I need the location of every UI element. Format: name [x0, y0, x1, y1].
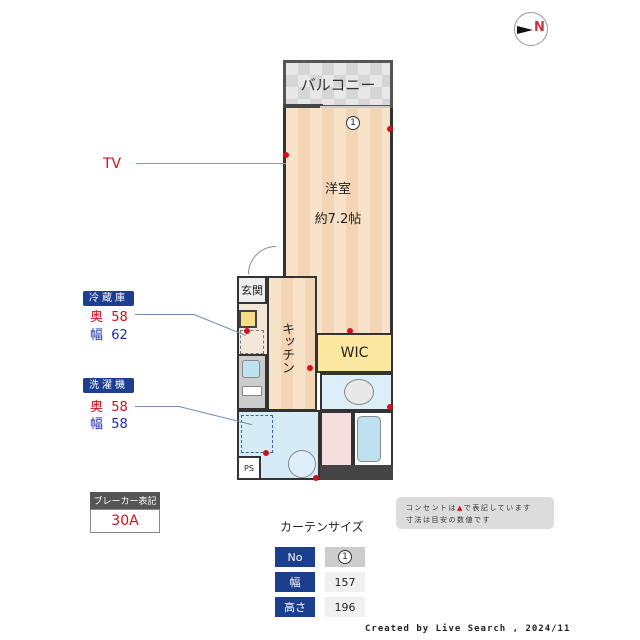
balcony-label: バルコニー: [300, 75, 376, 94]
compass: N: [514, 12, 548, 46]
balcony: バルコニー: [283, 60, 393, 108]
washer-width: 幅 58: [90, 417, 128, 432]
bathtub-icon: [357, 416, 381, 462]
wall-segment: [320, 465, 393, 480]
note-line-2: 寸法は目安の数値です: [406, 516, 491, 524]
changing-area: [320, 411, 353, 467]
fridge-depth: 奥 58: [90, 310, 128, 325]
curtain-value: 1: [325, 547, 365, 567]
outlet-marker: [244, 328, 250, 334]
washer-tag: 洗濯機: [83, 373, 134, 393]
curtain-row: 高さ 196: [275, 597, 365, 617]
room-label: 洋室: [324, 182, 351, 197]
curtain-title: カーテンサイズ: [280, 520, 364, 534]
breaker-value: 30A: [90, 509, 160, 533]
pipe-space: PS: [237, 456, 261, 480]
tv-label: TV: [103, 156, 122, 172]
outlet-marker: [283, 152, 289, 158]
fridge-outline: [240, 330, 264, 354]
washer-depth: 奥 58: [90, 400, 128, 415]
fridge-leader-line: [135, 314, 195, 315]
kitchen-label: キッチン: [279, 322, 294, 374]
north-label: N: [534, 20, 545, 35]
curtain-row: 幅 157: [275, 572, 365, 592]
note-line-1: コンセントは▲で表記しています: [406, 504, 532, 512]
stove-burner-icon: [242, 386, 262, 396]
north-arrow-icon: [517, 26, 533, 34]
entrance-label: 玄関: [241, 284, 263, 297]
outlet-marker: [263, 450, 269, 456]
curtain-value: 157: [325, 572, 365, 592]
curtain-key: No: [275, 547, 315, 567]
curtain-key: 幅: [275, 572, 315, 592]
legend-note: コンセントは▲で表記しています 寸法は目安の数値です: [396, 497, 554, 529]
outlet-marker: [313, 475, 319, 481]
curtain-value: 196: [325, 597, 365, 617]
breaker-box: ブレーカー表記 30A: [90, 492, 160, 533]
fridge-width: 幅 62: [90, 328, 128, 343]
outlet-marker: [307, 365, 313, 371]
walk-in-closet: WIC: [316, 333, 393, 373]
kitchen: [267, 276, 317, 411]
wic-label: WIC: [340, 345, 369, 361]
ps-label: PS: [244, 463, 254, 473]
washbasin-icon: [288, 450, 316, 478]
kitchen-sink-icon: [242, 360, 260, 378]
room-size: 約7.2帖: [314, 212, 362, 227]
window-number-badge: 1: [346, 110, 360, 130]
outlet-triangle-icon: ▲: [457, 504, 464, 512]
fridge-tag: 冷蔵庫: [83, 286, 134, 306]
curtain-row: No 1: [275, 547, 365, 567]
credit-footer: Created by Live Search , 2024/11: [365, 624, 571, 634]
window-sash: [320, 106, 390, 109]
tv-leader-line: [136, 163, 286, 164]
toilet-icon: [344, 379, 374, 405]
washer-outline: [241, 415, 273, 453]
breaker-label: ブレーカー表記: [90, 492, 160, 509]
entrance: 玄関: [237, 276, 267, 304]
curtain-key: 高さ: [275, 597, 315, 617]
storage-box: [239, 310, 257, 328]
outlet-marker: [347, 328, 353, 334]
outlet-marker: [387, 404, 393, 410]
door-swing: [248, 246, 276, 274]
outlet-marker: [387, 126, 393, 132]
washer-leader-line: [135, 406, 180, 407]
